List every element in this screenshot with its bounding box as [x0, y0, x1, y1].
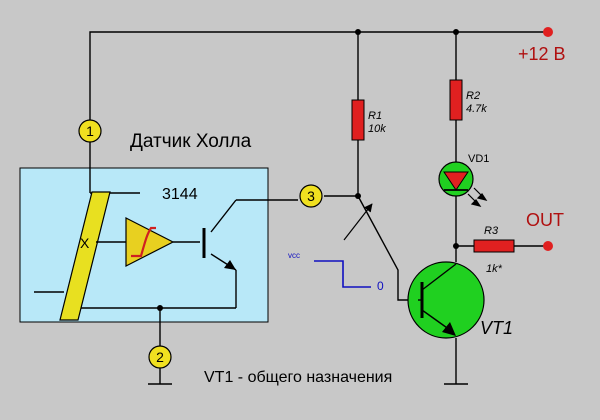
led-label: VD1: [468, 153, 489, 165]
junction-dots: [157, 29, 459, 311]
zero-label: 0: [377, 279, 384, 293]
internal-transistor-emitter-arrow: [224, 260, 236, 270]
hall-x-label: X: [80, 235, 90, 251]
transistor-note: VT1 - общего назначения: [204, 369, 392, 386]
transistor-vt1: [407, 261, 485, 339]
transistor-label: VT1: [480, 318, 513, 338]
out-terminal: [543, 241, 553, 251]
r3-value: 1k*: [486, 263, 503, 275]
light-emission-icon: [467, 187, 488, 207]
pin-2: 2: [148, 345, 172, 369]
r3-name: R3: [484, 225, 499, 237]
svg-text:1: 1: [86, 123, 94, 139]
supply-label: +12 В: [518, 44, 566, 64]
hall-element: [59, 191, 111, 321]
switch-arrow: [343, 203, 373, 241]
supply-terminal: [543, 27, 553, 37]
resistor-r3: [473, 239, 515, 253]
switch-signal-waveform: [314, 260, 371, 288]
chip-label: 3144: [162, 186, 198, 203]
resistor-r1: [351, 99, 365, 141]
pin-1: 1: [78, 119, 102, 143]
led-vd1: [438, 161, 474, 197]
svg-text:3: 3: [307, 188, 315, 204]
vcc-label: vcc: [288, 251, 300, 260]
r2-name: R2: [466, 90, 480, 102]
svg-text:2: 2: [156, 349, 164, 365]
r1-name: R1: [368, 110, 382, 122]
r2-value: 4.7k: [466, 103, 487, 115]
pin-3: 3: [299, 184, 323, 208]
sensor-title: Датчик Холла: [130, 131, 252, 152]
schmitt-curve-icon: [131, 226, 156, 258]
out-label: OUT: [526, 210, 564, 230]
r1-value: 10k: [368, 123, 386, 135]
resistor-r2: [449, 79, 463, 121]
